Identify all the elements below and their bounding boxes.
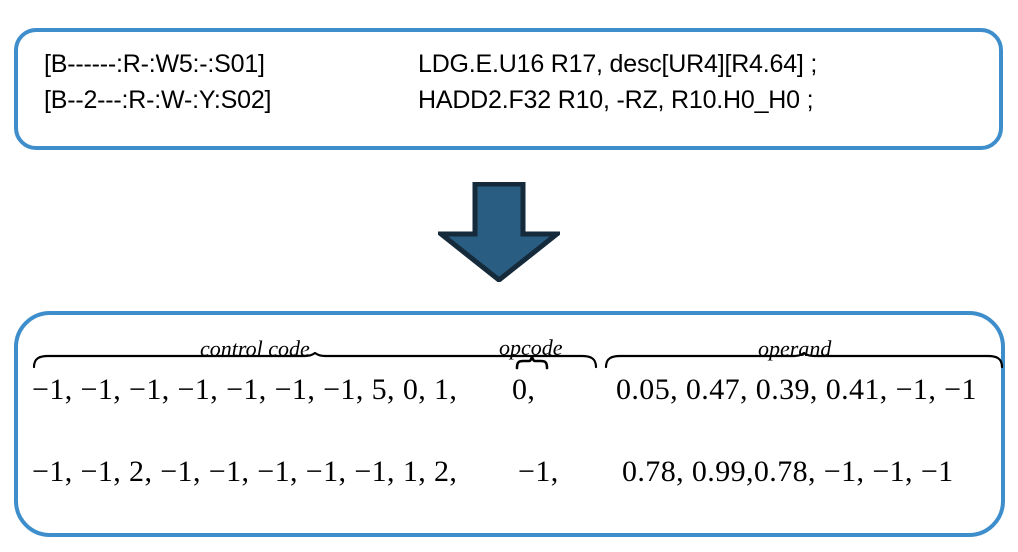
brace-operand-icon (604, 351, 1004, 369)
sass-opcode-operand-line-2: HADD2.F32 R10, -RZ, R10.H0_H0 ; (418, 86, 814, 114)
vector-row-2-opcode: −1, (518, 455, 559, 488)
brace-control-code-icon (32, 351, 598, 369)
sass-instruction-panel: [B------:R-:W5:-:S01] LDG.E.U16 R17, des… (14, 28, 1003, 150)
vector-row-1-control-code: −1, −1, −1, −1, −1, −1, −1, 5, 0, 1, (32, 373, 458, 406)
sass-opcode-operand-line-1: LDG.E.U16 R17, desc[UR4][R4.64] ; (418, 50, 818, 78)
vector-row-2-operand: 0.78, 0.99,0.78, −1, −1, −1 (622, 455, 954, 488)
brace-opcode-icon (515, 355, 549, 370)
sass-control-code-line-2: [B--2---:R-:W-:Y:S02] (44, 86, 272, 114)
vector-row-1-operand: 0.05, 0.47, 0.39, 0.41, −1, −1 (616, 373, 977, 406)
vector-row-1-opcode: 0, (512, 373, 536, 406)
sass-control-code-line-1: [B------:R-:W5:-:S01] (44, 50, 265, 78)
vector-row-2-control-code: −1, −1, 2, −1, −1, −1, −1, −1, 1, 2, (32, 455, 458, 488)
down-arrow-icon (438, 182, 560, 282)
vector-encoding-panel: control code opcode operand −1, −1, −1, … (14, 311, 1005, 537)
